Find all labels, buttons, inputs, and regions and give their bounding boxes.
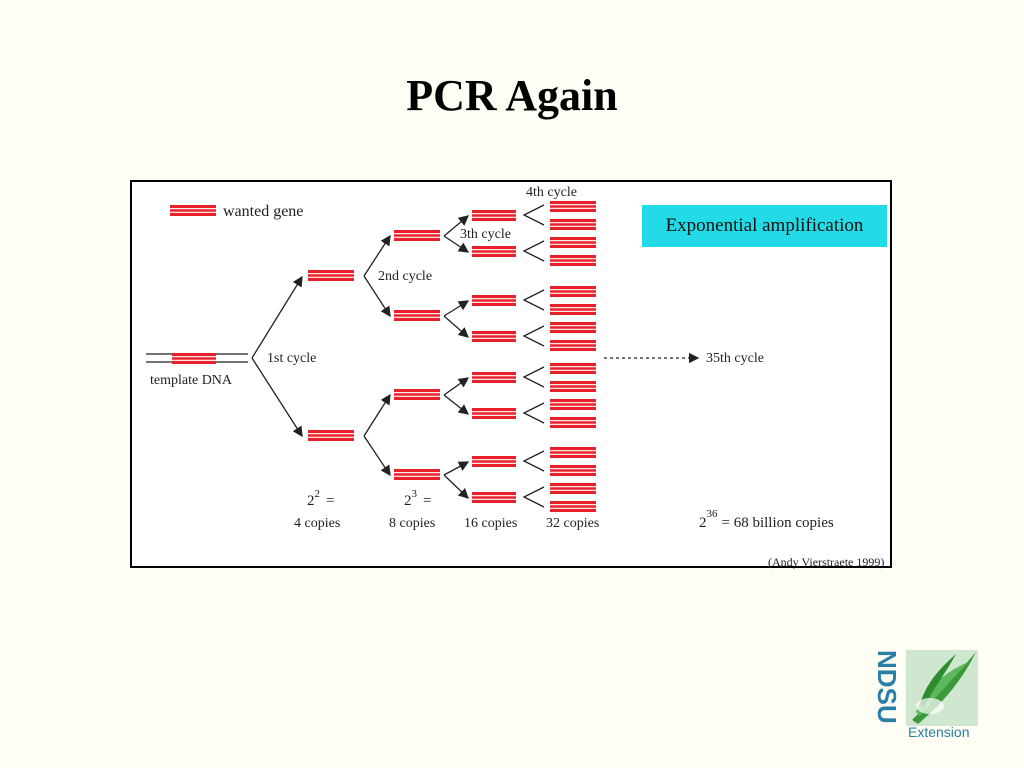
copies-16-label: 16 copies [464, 516, 517, 531]
cycle1-product [308, 430, 354, 441]
cycle4-product [550, 237, 596, 248]
svg-text:NDSU: NDSU [872, 650, 902, 724]
cycle3-product [472, 246, 516, 257]
copies-billion-label: 236= 68 billion copies [699, 508, 834, 531]
cycle4-product [550, 286, 596, 297]
ndsu-logo: NDSU [872, 640, 984, 750]
cycle4-chevron [522, 486, 545, 508]
cycle4-chevron [522, 366, 545, 388]
branch-arrow [443, 394, 470, 415]
copies-8-formula: 23= [404, 488, 431, 509]
cycle4-chevron [522, 402, 545, 424]
branch-arrow [251, 275, 303, 359]
cycle4-chevron [522, 289, 545, 311]
branch-arrow [443, 315, 469, 338]
branch-arrows [251, 204, 700, 508]
cycle4-product [550, 363, 596, 374]
ndsu-wordmark: NDSU [872, 650, 902, 724]
cycle3-product [472, 456, 516, 467]
branch-arrow [251, 357, 303, 438]
cycle-label-1: 1st cycle [267, 351, 316, 366]
cycle-label-2: 2nd cycle [378, 269, 432, 284]
cycle4-product [550, 340, 596, 351]
cycle4-chevron [522, 325, 545, 347]
cycle3-product [472, 492, 516, 503]
branch-arrow [443, 461, 470, 476]
slide-title: PCR Again [406, 71, 618, 120]
branch-arrow [363, 234, 391, 277]
legend-gene-bar [170, 205, 216, 216]
pcr-diagram-svg: wanted gene template DNA 1st cycle 2nd c… [146, 185, 884, 569]
copies-8-label: 8 copies [389, 516, 435, 531]
pcr-diagram: wanted gene template DNA 1st cycle 2nd c… [130, 180, 892, 569]
credit-label: (Andy Vierstraete 1999) [768, 555, 884, 569]
exponential-callout: Exponential amplification [642, 205, 887, 247]
cycle4-product [550, 465, 596, 476]
cycle4-product [550, 447, 596, 458]
cycle2-product [394, 230, 440, 241]
cycle3-product [472, 372, 516, 383]
ndsu-extension-label: Extension [908, 724, 970, 740]
branch-arrow [443, 300, 470, 317]
branch-arrow [443, 474, 469, 499]
cycle2-product [394, 389, 440, 400]
branch-arrow [443, 377, 470, 396]
cycle4-product [550, 417, 596, 428]
legend-label: wanted gene [223, 203, 303, 220]
template-gene-bar [172, 353, 216, 364]
cycle4-product [550, 501, 596, 512]
cycle4-chevron [522, 240, 545, 262]
cycle4-product [550, 201, 596, 212]
cycle-label-3: 3th cycle [460, 227, 511, 242]
cycle4-product [550, 483, 596, 494]
cycle3-product [472, 210, 516, 221]
ndsu-leaf-icon [906, 650, 978, 726]
branch-arrow [443, 215, 469, 237]
cycle2-product [394, 310, 440, 321]
cycle3-product [472, 408, 516, 419]
dna-strands [146, 201, 596, 512]
cycle4-chevron [522, 204, 545, 226]
branch-arrow [363, 393, 391, 437]
cycle4-product [550, 399, 596, 410]
cycle1-product [308, 270, 354, 281]
cycle3-product [472, 295, 516, 306]
template-dna-label: template DNA [150, 373, 233, 388]
cycle4-product [550, 322, 596, 333]
cycle-label-4: 4th cycle [526, 185, 577, 200]
cycle4-product [550, 381, 596, 392]
cycle4-product [550, 304, 596, 315]
cycle2-product [394, 469, 440, 480]
cycle3-product [472, 331, 516, 342]
copies-32-label: 32 copies [546, 516, 599, 531]
branch-arrow [443, 235, 470, 253]
branch-arrow [363, 435, 391, 477]
copies-4-formula: 22= [307, 488, 334, 509]
cycle4-product [550, 219, 596, 230]
cycle4-chevron [522, 450, 545, 472]
copies-4-label: 4 copies [294, 516, 340, 531]
cycle4-product [550, 255, 596, 266]
branch-arrow [363, 275, 391, 318]
cycle-label-35: 35th cycle [706, 351, 764, 366]
